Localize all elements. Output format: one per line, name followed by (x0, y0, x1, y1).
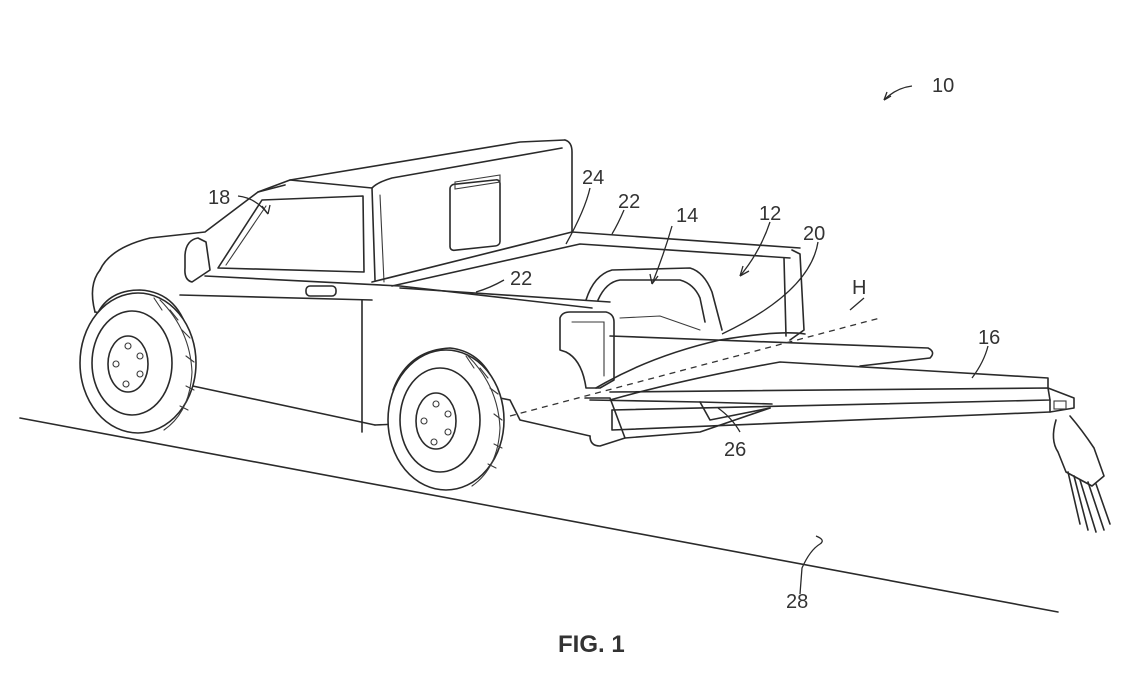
tailgate (589, 399, 773, 421)
label-16: 16 (978, 327, 1000, 349)
ground-line (19, 417, 1059, 613)
label-26: 26 (724, 439, 746, 461)
figure-caption: FIG. 1 (558, 631, 625, 658)
reference-labels: 10 12 14 16 18 20 22 22 24 26 28 H FIG. … (208, 75, 1000, 658)
rear-wheel (387, 347, 505, 491)
label-18: 18 (208, 187, 230, 209)
label-28: 28 (786, 591, 808, 613)
label-24: 24 (582, 167, 604, 189)
label-14: 14 (676, 205, 698, 227)
front-wheel (79, 289, 197, 434)
leader-lines (237, 85, 989, 595)
label-20: 20 (803, 223, 825, 245)
label-22-far: 22 (618, 191, 640, 213)
label-12: 12 (759, 203, 781, 225)
label-10: 10 (932, 75, 954, 97)
axis-h-line (509, 317, 881, 417)
label-22-near: 22 (510, 268, 532, 290)
label-h: H (852, 277, 866, 299)
deployed-beam (595, 332, 1111, 533)
